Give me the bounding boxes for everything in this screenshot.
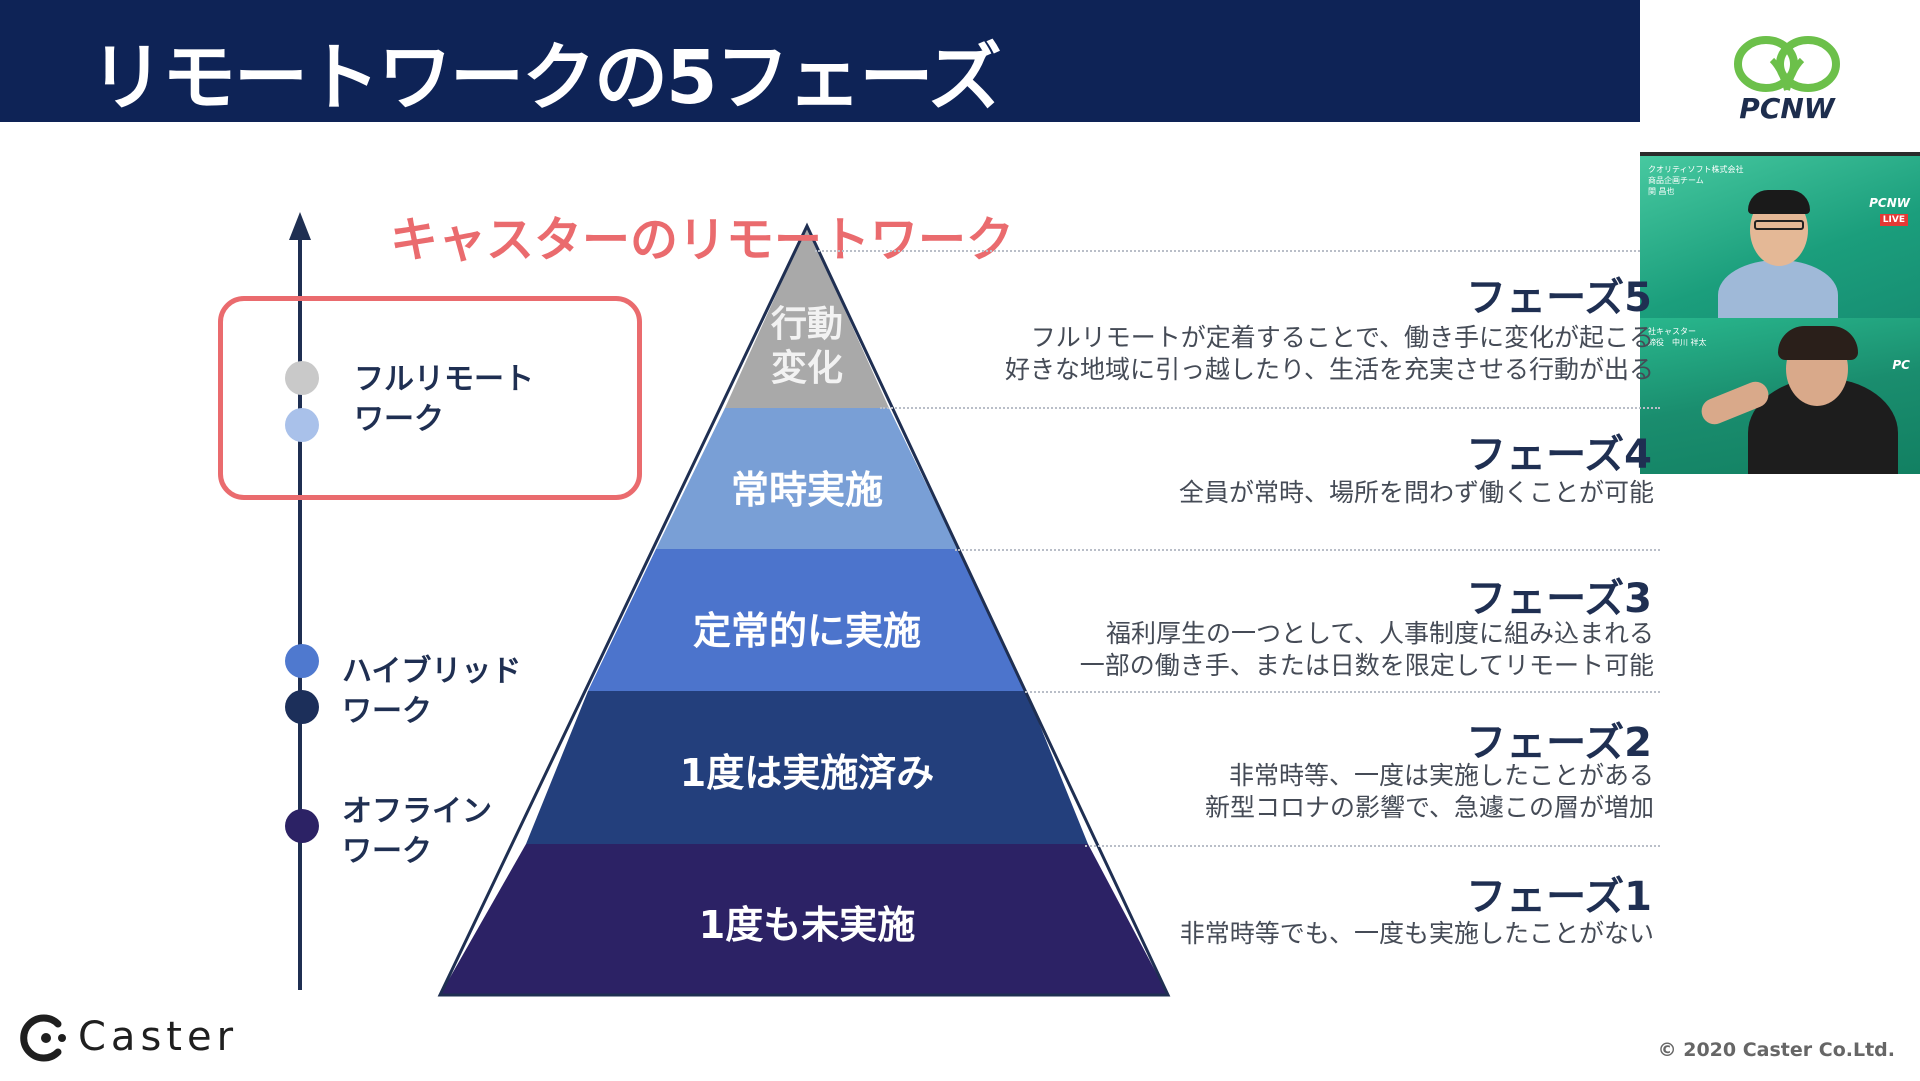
phase-1-description: 非常時等でも、一度も実施したことがない [1179, 919, 1654, 948]
separator [1025, 691, 1660, 693]
timeline-dot-light-blue [285, 408, 319, 442]
timeline-dot-gray [285, 361, 319, 395]
phase-1-title: フェーズ1 [1466, 874, 1652, 920]
pyramid-title: キャスターのリモートワーク [390, 212, 1015, 268]
caster-logo-icon [20, 1014, 66, 1062]
phase-4-title: フェーズ4 [1466, 432, 1652, 478]
video-tile-speaker-1[interactable]: クオリティソフト株式会社 商品企画チーム 関 昌也 PCNW LIVE [1640, 156, 1920, 318]
label-hybrid-work: ハイブリッド ワーク [342, 654, 522, 729]
tile-caption: クオリティソフト株式会社 商品企画チーム 関 昌也 [1648, 165, 1744, 196]
layer-label-never: 1度も未実施 [698, 903, 916, 947]
label-full-remote-work: フルリモート ワーク [354, 362, 534, 437]
phase-3-description: 福利厚生の一つとして、人事制度に組み込まれる 一部の働き手、または日数を限定して… [1079, 619, 1654, 680]
timeline-dot-blue [285, 644, 319, 678]
timeline-dot-purple [285, 809, 319, 843]
tile-logo: PCNW [1869, 196, 1910, 210]
timeline-dot-navy [285, 690, 319, 724]
layer-label-regular: 定常的に実施 [692, 609, 921, 653]
tile-caption: 社キャスター 締役 中川 祥太 [1648, 327, 1707, 347]
tile-logo: PC [1892, 358, 1910, 372]
phase-2-title: フェーズ2 [1466, 720, 1652, 766]
phase-2-description: 非常時等、一度は実施したことがある 新型コロナの影響で、急遽この層が増加 [1204, 761, 1654, 822]
pcnw-logo-text: PCNW [1739, 92, 1835, 125]
separator [815, 250, 1640, 252]
phase-5-description: フルリモートが定着することで、働き手に変化が起こる 好きな地域に引っ越したり、生… [1004, 323, 1654, 384]
title-bar [0, 0, 1640, 122]
separator [880, 407, 1660, 409]
copyright-text: © 2020 Caster Co.Ltd. [1657, 1039, 1895, 1061]
phase-5-title: フェーズ5 [1466, 275, 1652, 321]
phase-4-description: 全員が常時、場所を問わず働くことが可能 [1178, 478, 1654, 507]
caster-logo-text: Caster [78, 1014, 239, 1060]
separator [955, 549, 1660, 551]
slide-title: リモートワークの5フェーズ [90, 35, 1002, 121]
pcnw-logo-icon [1734, 36, 1840, 92]
layer-label-always: 常時実施 [730, 468, 883, 512]
label-offline-work: オフライン ワーク [342, 794, 492, 869]
separator [1085, 845, 1660, 847]
phase-3-title: フェーズ3 [1466, 576, 1652, 622]
layer-label-behavior-change: 行動 変化 [770, 304, 843, 389]
divider [1640, 152, 1920, 156]
live-badge: LIVE [1879, 214, 1908, 226]
video-tile-speaker-2[interactable]: 社キャスター 締役 中川 祥太 PC [1640, 318, 1920, 474]
layer-label-done-once: 1度は実施済み [679, 751, 935, 795]
